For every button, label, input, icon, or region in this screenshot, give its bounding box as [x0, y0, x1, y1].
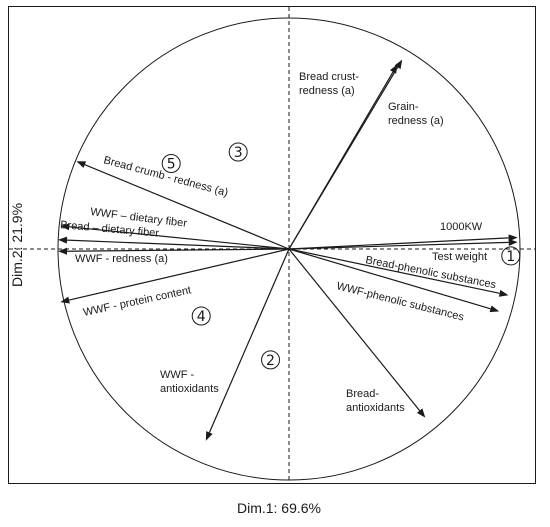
x-axis-label: Dim.1: 69.6% [237, 500, 321, 516]
arrow-line [288, 248, 500, 294]
group-marker-label: 1 [506, 249, 515, 265]
arrow-line [84, 164, 290, 250]
arrow-head [489, 305, 500, 313]
arrow-head [76, 161, 87, 168]
group-marker-circle [261, 350, 281, 370]
arrow-line [288, 248, 421, 412]
variable-label: WWF-phenolic substances [335, 280, 465, 323]
group-marker-label: 2 [266, 353, 275, 369]
arrow-head [498, 289, 509, 297]
variable-label: WWF -antioxidants [160, 369, 219, 395]
arrow-head [416, 408, 426, 418]
arrow-head [508, 238, 518, 246]
group-marker-circle [191, 306, 211, 326]
group-markers: 1 2 3 4 5 [161, 142, 521, 370]
variable-label: WWF - protein content [82, 284, 192, 319]
variable-arrows [58, 59, 518, 441]
variable-label: Test weight [432, 251, 487, 263]
variable-label: Bread crust-redness (a) [299, 71, 359, 97]
arrow-head [60, 296, 70, 304]
arrow-line [66, 248, 290, 252]
group-marker-label: 5 [167, 157, 176, 173]
variable-label: 1000KW [440, 221, 483, 233]
arrow-line [288, 241, 509, 250]
group-marker-circle [161, 154, 181, 174]
group-marker-circle [228, 142, 248, 162]
arrow-head [394, 59, 403, 70]
y-axis-label: Dim.2: 21.9% [9, 203, 25, 287]
group-marker-label: 4 [197, 309, 206, 325]
variable-label: Bread-antioxidants [346, 388, 405, 414]
arrow-line [288, 71, 394, 250]
arrow-line [208, 248, 290, 433]
arrow-line [288, 248, 491, 310]
arrow-head [58, 236, 68, 244]
arrow-head [58, 247, 68, 255]
plot-frame [8, 6, 536, 484]
arrow-head [205, 431, 213, 441]
arrow-line [69, 226, 290, 250]
group-marker-circle [501, 246, 521, 266]
variable-label: WWF - redness (a) [75, 253, 168, 265]
arrow-line [66, 239, 290, 250]
arrow-head [60, 223, 70, 231]
arrow-line [68, 248, 290, 301]
arrow-line [288, 237, 509, 250]
variable-label: Grain-redness (a) [388, 101, 444, 127]
group-marker-label: 3 [234, 145, 243, 161]
arrow-head [389, 64, 398, 74]
